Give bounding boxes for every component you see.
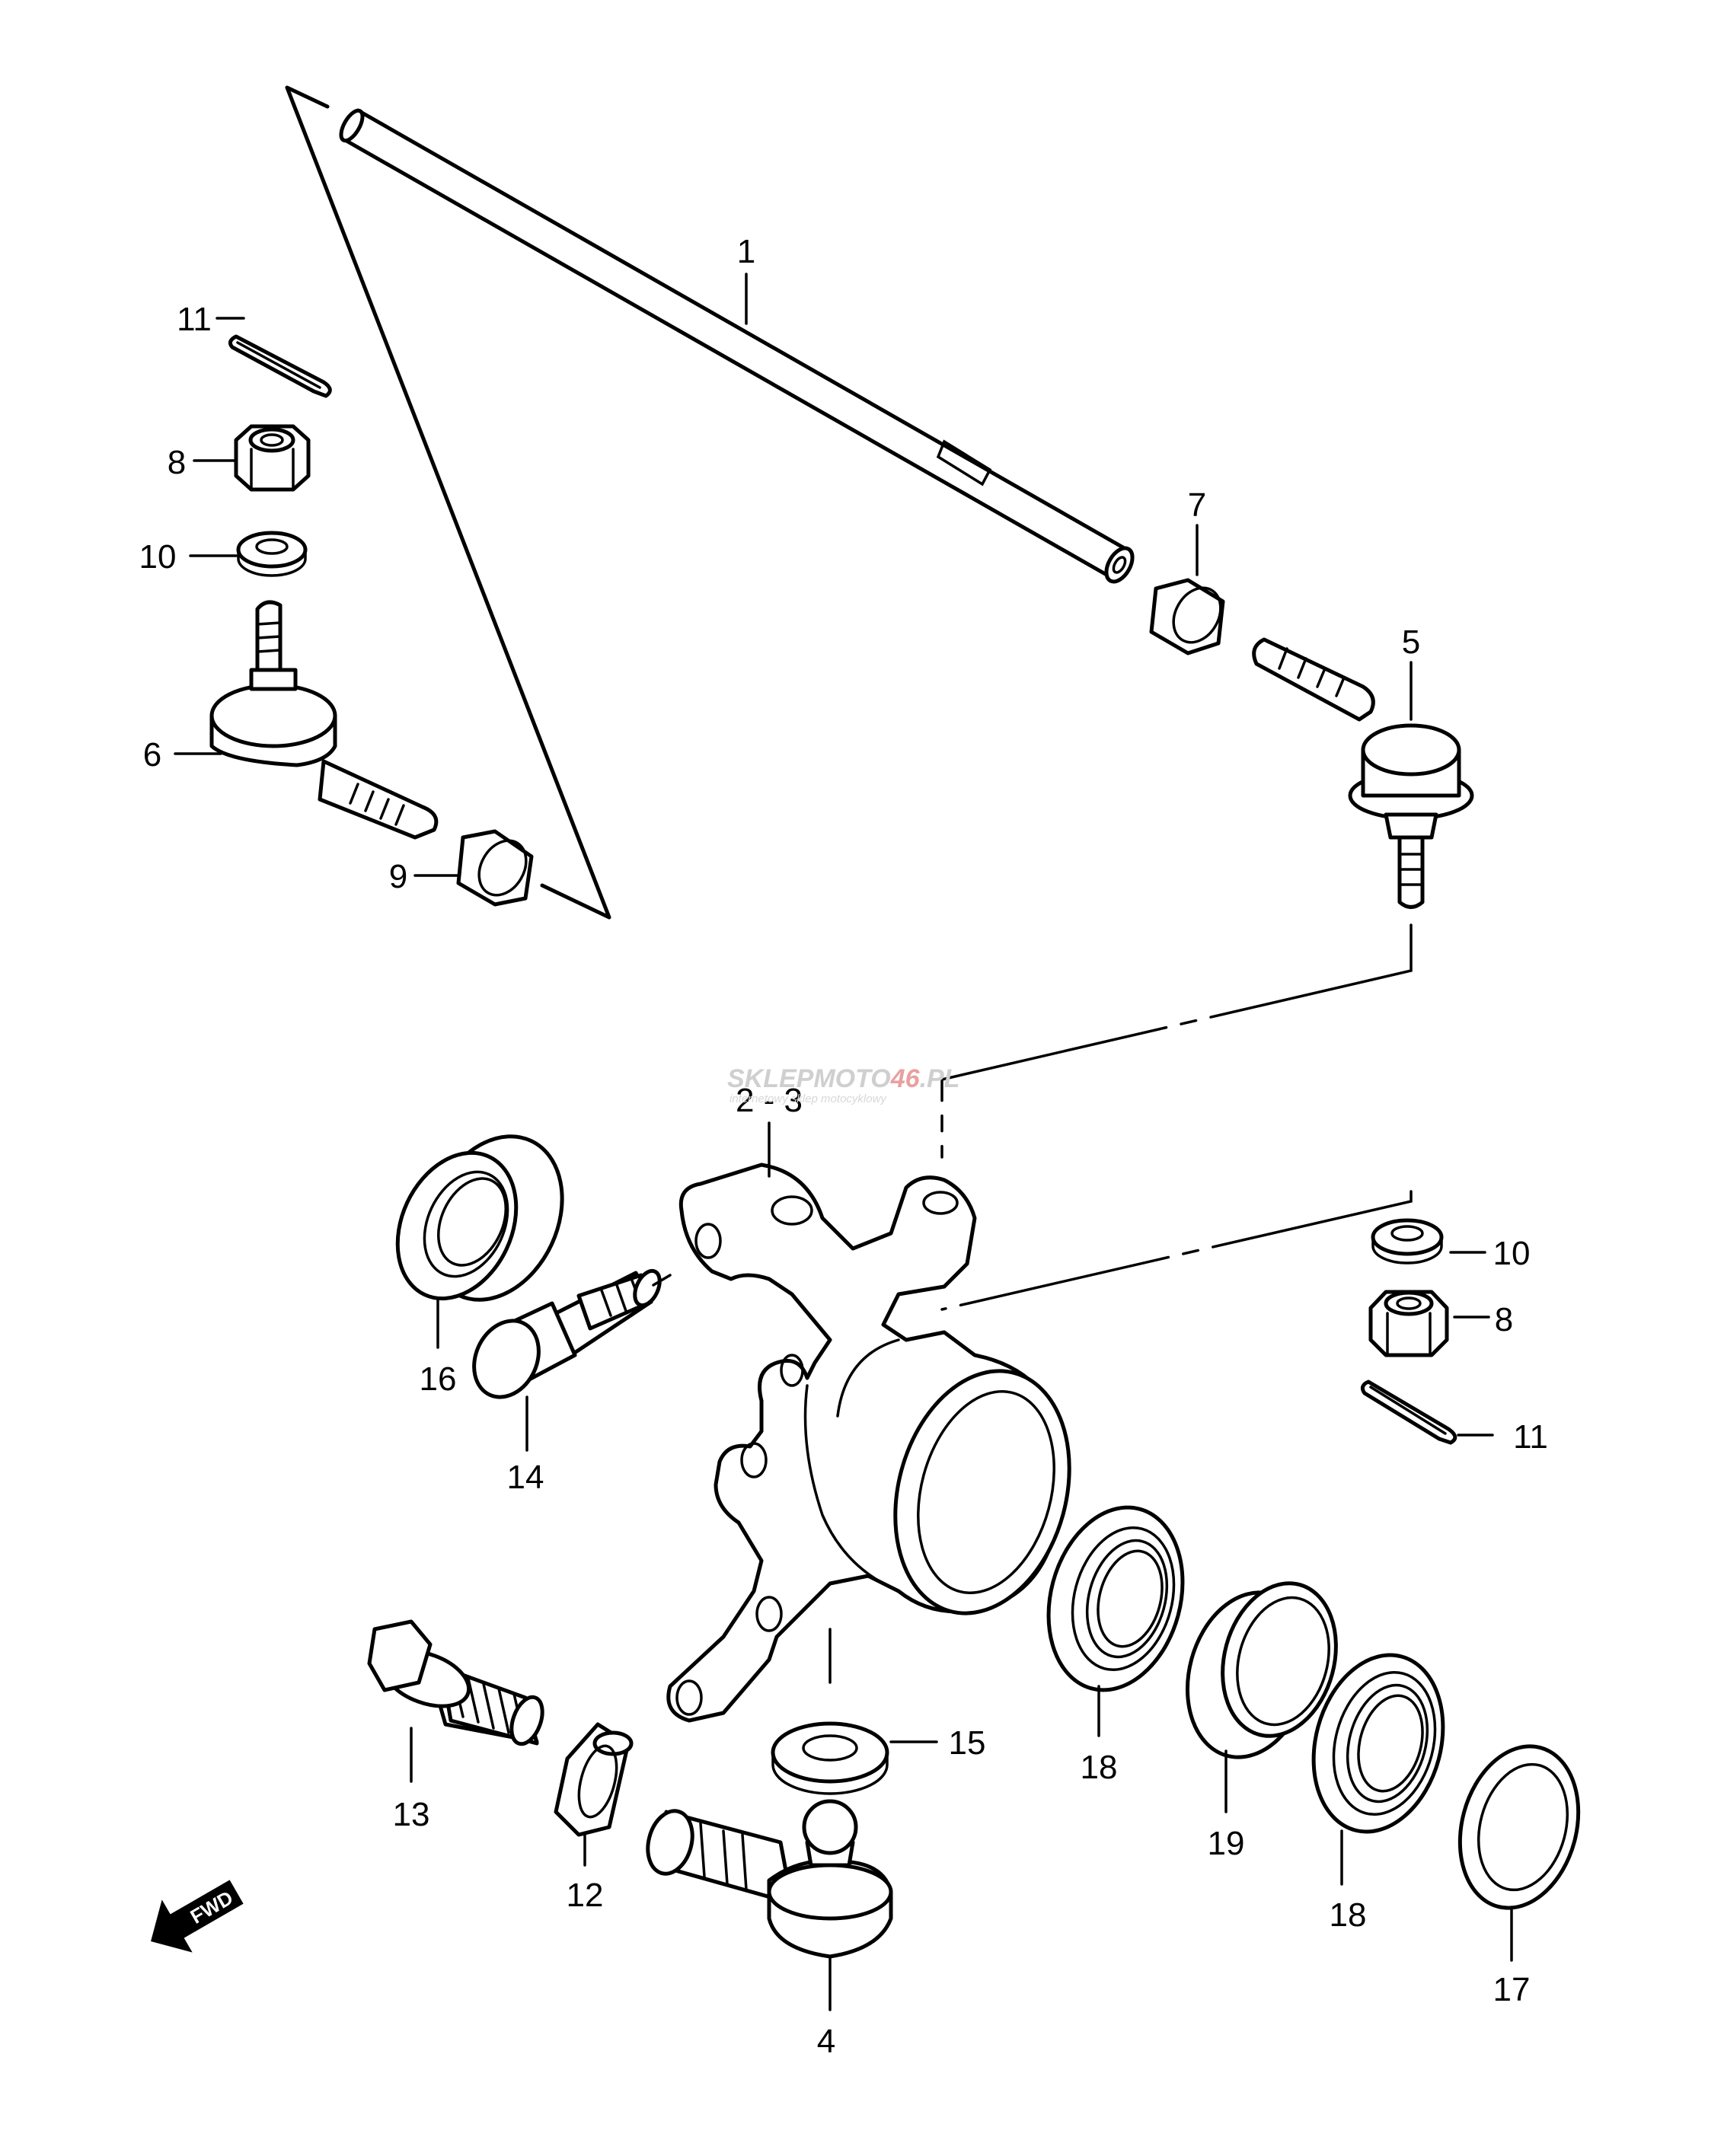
washer-right bbox=[1371, 1218, 1444, 1265]
label-part-11-upper: 11 bbox=[177, 301, 212, 338]
watermark-brand-suffix: .PL bbox=[920, 1064, 960, 1093]
bolt-14-leader-dash bbox=[652, 1274, 672, 1287]
label-part-14: 14 bbox=[507, 1459, 544, 1496]
washer-upper bbox=[236, 531, 308, 577]
label-part-6: 6 bbox=[143, 736, 161, 773]
tie-rod-group-bracket bbox=[285, 85, 611, 920]
label-part-15: 15 bbox=[949, 1724, 986, 1762]
label-part-18-first: 18 bbox=[1081, 1749, 1118, 1786]
steering-knuckle bbox=[666, 1163, 1071, 1723]
washer-part-15 bbox=[771, 1721, 889, 1795]
label-part-11-right: 11 bbox=[1513, 1418, 1548, 1456]
label-part-17: 17 bbox=[1493, 1971, 1531, 2008]
label-part-4: 4 bbox=[817, 2023, 835, 2060]
label-part-12: 12 bbox=[567, 1877, 604, 1914]
tie-rod bbox=[339, 108, 1135, 584]
label-part-5: 5 bbox=[1402, 624, 1420, 661]
castle-nut-upper bbox=[234, 424, 311, 492]
label-part-10-upper: 10 bbox=[139, 538, 177, 576]
leader-link-right-group bbox=[940, 1190, 1413, 1311]
collar-part-12 bbox=[554, 1722, 634, 1837]
watermark-tagline: internetowy sklep motocyklowy bbox=[730, 1092, 887, 1105]
castle-nut-right bbox=[1368, 1290, 1449, 1357]
leader-link-5-to-knuckle bbox=[940, 923, 1413, 1159]
flange-bolt-part-13 bbox=[367, 1619, 544, 1746]
oil-seal-part-16 bbox=[395, 1134, 564, 1302]
part-number-labels: 1 2 - 3 7 5 6 11 8 10 9 10 8 11 16 14 15… bbox=[139, 233, 1548, 2060]
bearing-part-18-first bbox=[1046, 1505, 1185, 1692]
forward-arrow-icon bbox=[151, 1880, 244, 1953]
tie-rod-end-left bbox=[209, 600, 439, 840]
label-part-10-right: 10 bbox=[1493, 1235, 1531, 1272]
tie-rod-end-right bbox=[1252, 637, 1474, 909]
label-part-8-right: 8 bbox=[1495, 1301, 1513, 1338]
watermark-brand-prefix: SKLEPMOTO bbox=[727, 1064, 891, 1093]
nut-part-9 bbox=[456, 829, 534, 907]
seal-part-17 bbox=[1457, 1744, 1581, 1910]
label-part-7: 7 bbox=[1188, 486, 1206, 524]
label-part-9: 9 bbox=[389, 858, 407, 895]
nut-part-7 bbox=[1149, 578, 1225, 655]
ball-joint-part-4 bbox=[646, 1799, 893, 1959]
watermark: SKLEPMOTO46.PL internetowy sklep motocyk… bbox=[727, 1064, 959, 1105]
watermark-brand-number: 46 bbox=[890, 1064, 921, 1093]
cotter-pin-right bbox=[1360, 1379, 1457, 1445]
cotter-pin-upper bbox=[228, 334, 332, 398]
label-part-1: 1 bbox=[737, 233, 755, 270]
leader-lines bbox=[174, 273, 1513, 2011]
bolt-part-14 bbox=[472, 1268, 662, 1399]
label-part-2-3: 2 - 3 bbox=[736, 1082, 803, 1119]
svg-text:SKLEPMOTO46.PL: SKLEPMOTO46.PL bbox=[727, 1064, 959, 1093]
label-part-16: 16 bbox=[420, 1360, 457, 1398]
bearing-part-18-second bbox=[1311, 1653, 1445, 1834]
label-part-18-second: 18 bbox=[1330, 1896, 1367, 1934]
label-part-8-upper: 8 bbox=[168, 444, 186, 481]
forward-direction-badge: FWD bbox=[151, 1880, 244, 1953]
label-part-13: 13 bbox=[393, 1796, 430, 1833]
label-part-19: 19 bbox=[1208, 1825, 1245, 1862]
